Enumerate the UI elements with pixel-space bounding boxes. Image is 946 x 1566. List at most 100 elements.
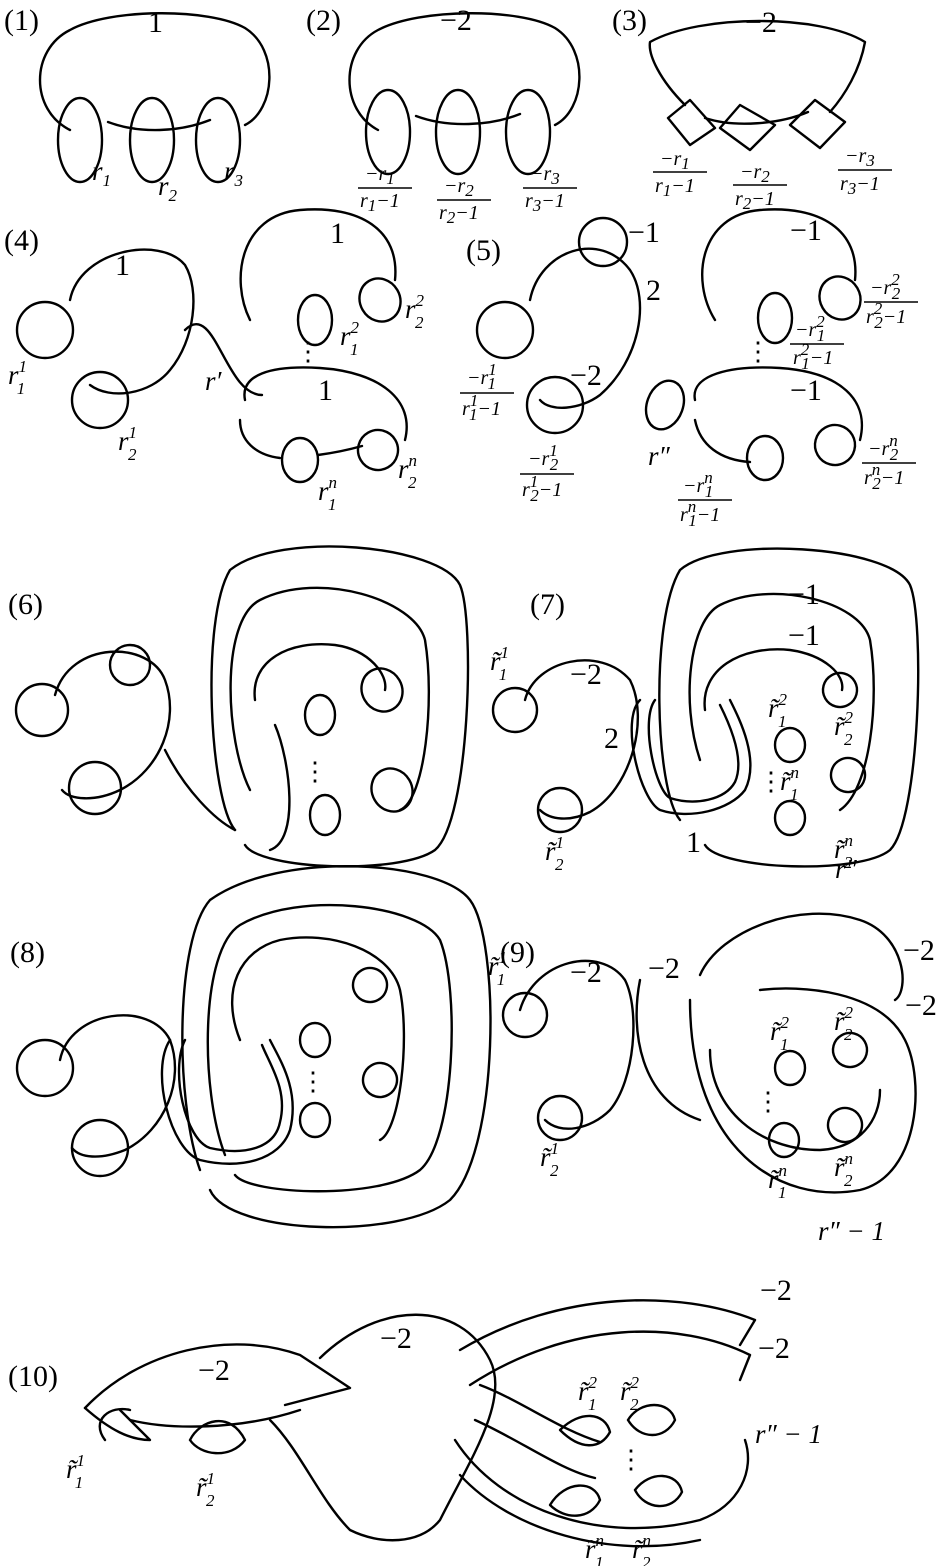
panel-5-top-loop — [579, 218, 627, 266]
svg-text:r1−1: r1−1 — [360, 190, 400, 215]
panel-5-label: (5) — [466, 234, 501, 267]
panel-5: (5) −1 2 −2 −r11 r11−1 −r12 r12−1 r″ −1 … — [460, 209, 918, 530]
panel-3: (3) −2 −r1 r1−1 −r2 r2−1 −r3 r3−1 — [612, 4, 892, 213]
panel-1-coeff-2: r2 — [158, 171, 178, 205]
panel-1-loop-b — [130, 98, 174, 182]
panel-5-weight-top: −1 — [628, 216, 660, 249]
panel-3-loop-a — [668, 100, 715, 145]
panel-7-coeff-r21: r̃12 — [545, 833, 564, 874]
panel-7-weight-bottom: 1 — [686, 826, 701, 859]
panel-3-loop-b — [720, 105, 775, 150]
panel-3-weight: −2 — [745, 6, 777, 39]
panel-6-loop-r22 — [354, 661, 411, 719]
panel-10-diag-2 — [475, 1420, 595, 1478]
svg-text:−r11: −r11 — [467, 360, 496, 393]
panel-10-dots: ⋮ — [618, 1445, 644, 1474]
panel-6-dots: ⋮ — [302, 757, 328, 786]
panel-6-loop-r2n — [364, 761, 421, 819]
panel-8-loop-r12 — [300, 1023, 330, 1057]
panel-7-loop-r21 — [538, 788, 582, 832]
svg-text:r11−1: r11−1 — [462, 391, 501, 424]
svg-text:r3−1: r3−1 — [840, 173, 880, 198]
panel-1-chain — [108, 120, 210, 130]
panel-6-top-loop — [110, 645, 150, 685]
panel-4-lower-chain — [318, 446, 362, 455]
svg-text:−r2: −r2 — [444, 175, 474, 200]
panel-6-link — [165, 750, 235, 830]
panel-7-coeff-r22: r̃22 — [834, 708, 854, 749]
panel-5-r-double-prime-loop — [640, 375, 691, 434]
panel-9-weight-4: −2 — [905, 989, 937, 1022]
panel-4-left-circle — [70, 250, 193, 394]
panel-10-weight-1: −2 — [198, 1354, 230, 1387]
panel-9-coeff-r-double-prime-minus-1: r″ − 1 — [818, 1216, 885, 1246]
panel-7-loop-r2n — [825, 752, 871, 798]
panel-3-loop-c — [790, 100, 845, 148]
panel-8-loop-r2n — [357, 1057, 403, 1103]
panel-6-label: (6) — [8, 588, 43, 621]
panel-5-frac-r11: −r11 r11−1 — [460, 360, 514, 424]
panel-8-loop-r22 — [347, 962, 393, 1008]
panel-10-top-arc-2 — [470, 1332, 750, 1385]
panel-4-weight-upper: 1 — [330, 217, 345, 250]
panel-4-coeff-r21: r12 — [118, 423, 137, 464]
panel-10-coeff-r21: r̃12 — [196, 1469, 215, 1510]
panel-5-loop-r12 — [758, 293, 792, 343]
panel-10-coeff-r11: r̃11 — [66, 1451, 84, 1492]
panel-5-weight-5: −1 — [790, 374, 822, 407]
panel-5-loop-r2n — [808, 418, 863, 473]
panel-10-loop-r1n — [550, 1486, 600, 1516]
panel-10-weight-4: −2 — [758, 1332, 790, 1365]
panel-6: (6) ⋮ — [8, 546, 468, 866]
panel-6-inner-stem — [270, 725, 289, 850]
panel-9-inner-circle — [710, 1050, 880, 1150]
panel-10-loop-r2n — [635, 1476, 682, 1506]
panel-5-lower-circle — [695, 367, 862, 440]
svg-text:−r21: −r21 — [795, 312, 825, 345]
panel-1: (1) 1 r1 r2 r3 — [4, 4, 269, 205]
panel-5-weight-2: 2 — [646, 274, 661, 307]
panel-4-loop-r11 — [17, 302, 73, 358]
panel-4-coeff-r-prime: r′ — [205, 366, 223, 396]
panel-9-top-arc — [700, 914, 903, 1000]
panel-9-coeff-r2n: r̃n2 — [834, 1149, 853, 1190]
panel-5-upper-circle — [702, 209, 855, 320]
svg-text:−r3: −r3 — [530, 163, 560, 188]
svg-text:r21−1: r21−1 — [793, 340, 833, 373]
panel-5-dots: ⋮ — [745, 337, 771, 366]
panel-6-inner-upper — [255, 644, 386, 700]
svg-text:r12−1: r12−1 — [522, 472, 562, 505]
svg-text:rn1−1: rn1−1 — [680, 497, 720, 530]
panel-7-weight-inner: −1 — [788, 619, 820, 652]
panel-6-loop-a — [16, 684, 68, 736]
panel-4-link — [185, 324, 262, 395]
svg-text:−r3: −r3 — [845, 145, 875, 170]
panel-2-weight: −2 — [440, 4, 472, 37]
panel-7: (7) −2 2 r̃11 r̃12 −1 −1 ⋮ r̃21 r̃22 r̃n… — [490, 549, 918, 884]
panel-1-coeff-1: r1 — [92, 156, 111, 190]
panel-4-loop-r22 — [352, 271, 409, 329]
panel-5-lower-tail — [695, 420, 750, 462]
panel-5-frac-r1n: −rn1 rn1−1 — [678, 468, 732, 530]
panel-2-chain — [416, 114, 520, 124]
panel-2-frac-2: −r2 r2−1 — [437, 175, 491, 227]
svg-text:−r1: −r1 — [365, 163, 395, 188]
svg-text:−r2: −r2 — [740, 161, 770, 186]
panel-8-loop-b — [72, 1120, 128, 1176]
panel-10-loop-r12 — [560, 1416, 610, 1445]
panel-10-bottom-arc — [455, 1440, 748, 1528]
panel-10-label: (10) — [8, 1360, 58, 1393]
panel-4-upper-circle — [241, 209, 396, 320]
panel-4-dots: ⋮ — [295, 337, 321, 366]
panel-10-coeff-r-double-prime-minus-1: r″ − 1 — [755, 1419, 822, 1449]
svg-text:rn2−1: rn2−1 — [864, 460, 904, 493]
panel-4-lower-tail — [240, 420, 280, 458]
panel-3-frac-3: −r3 r3−1 — [838, 145, 892, 198]
